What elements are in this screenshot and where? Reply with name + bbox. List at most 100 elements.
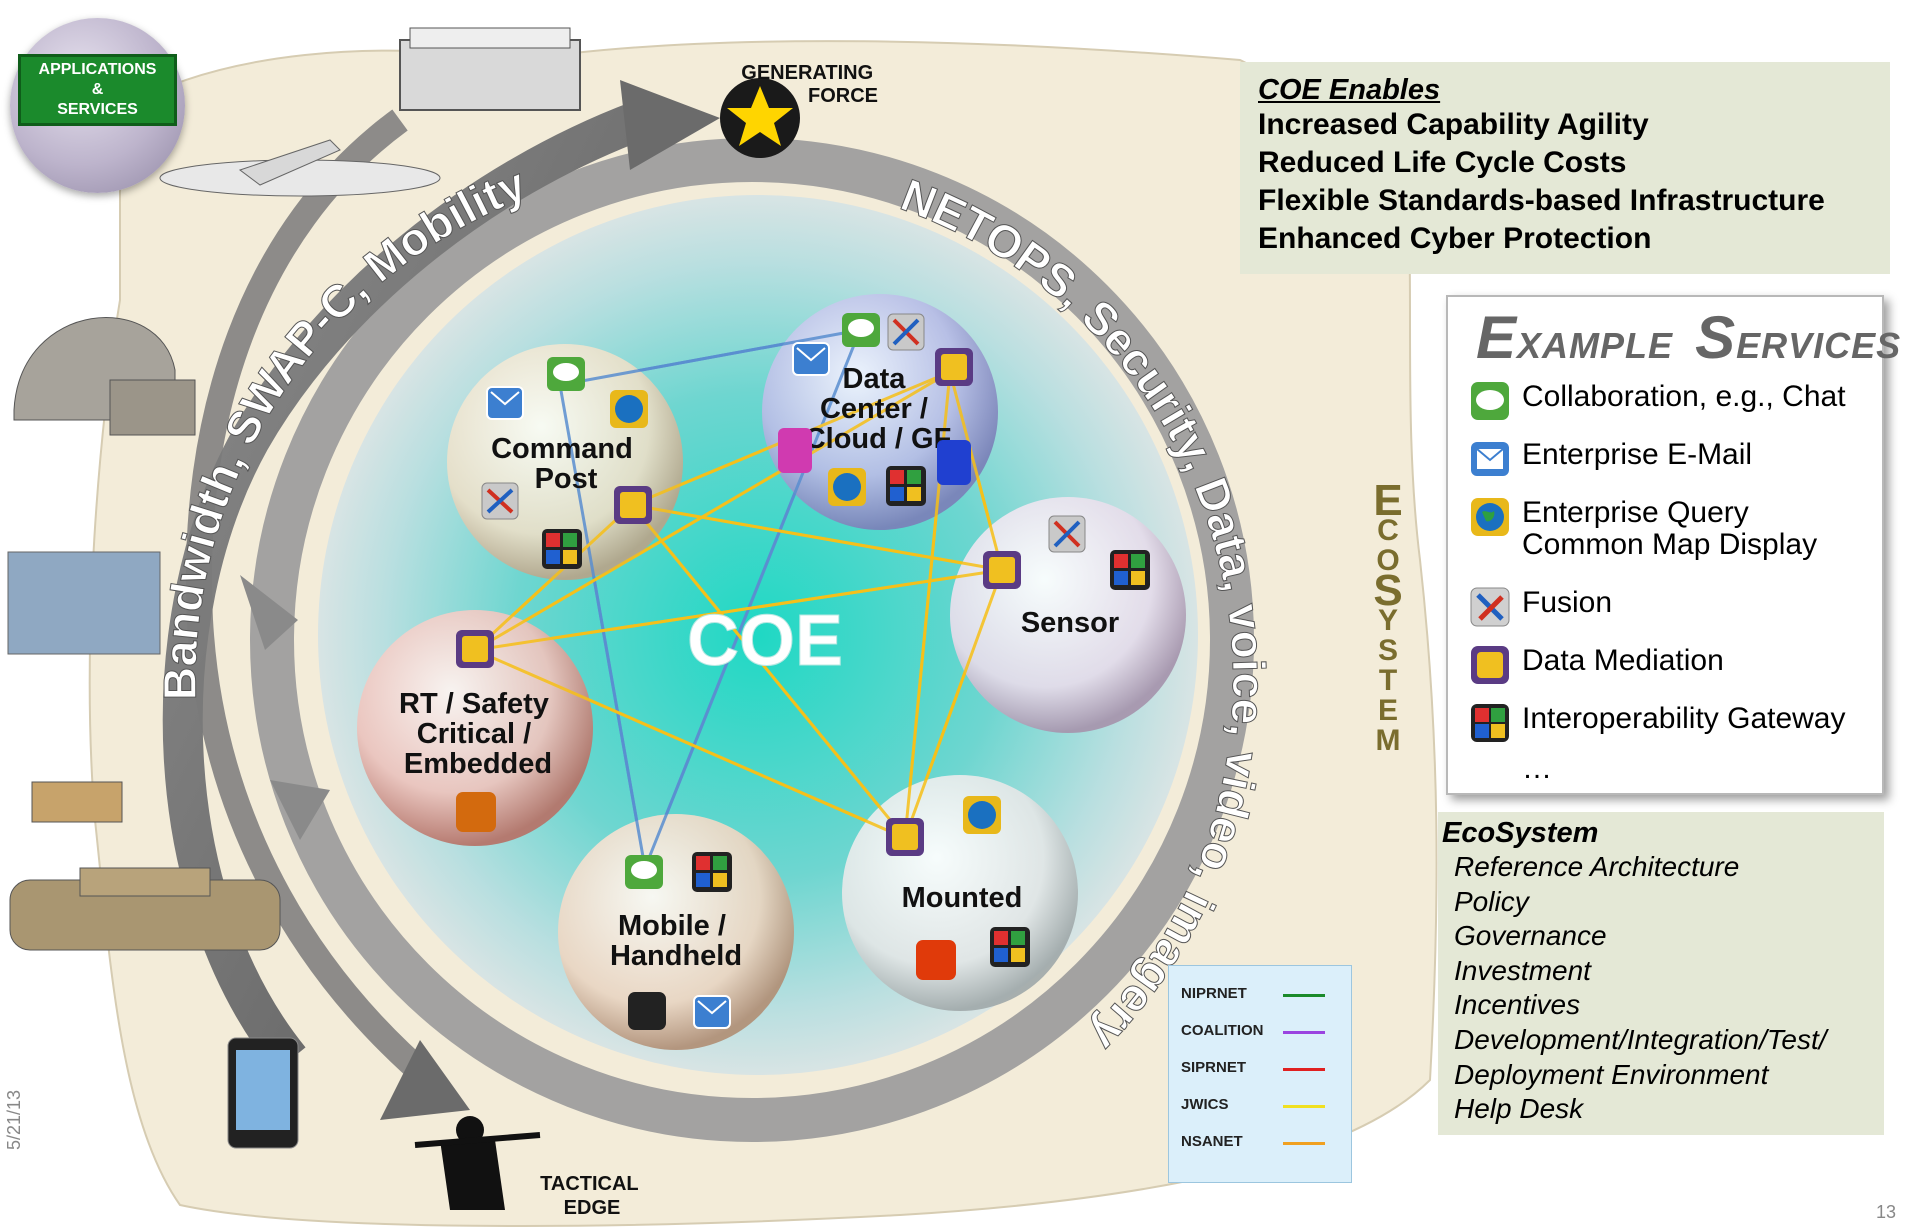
slide-date: 5/21/13 [4,1089,24,1150]
legend-label: COALITION [1181,1022,1264,1039]
building-icon [399,27,581,111]
legend-swatch [1283,1068,1325,1071]
enables-item: Enhanced Cyber Protection [1258,222,1652,255]
data-mediation-icon [886,818,924,856]
server-icon [937,440,971,485]
node-icons [456,313,1150,1030]
fusion-icon [481,482,519,520]
globe-icon [610,390,648,428]
coe-enables-header: COE Enables [1258,74,1441,106]
data-mediation-icon [456,630,494,668]
arrow-head-left-2 [270,780,330,840]
page-number: 13 [1876,1202,1897,1222]
helicopter-photo-icon [7,551,161,655]
puzzle-icon [886,466,926,506]
service-item-collaboration: Collaboration, e.g., Chat [1470,381,1846,421]
legend-swatch [1283,1031,1325,1034]
chat-icon [1471,382,1509,420]
ecosystem-panel: EcoSystem Reference Architecture Policy … [1438,812,1884,1135]
embedded-module-icon [456,792,496,832]
coe-enables-panel: COE Enables Increased Capability Agility… [1240,62,1890,274]
chat-icon [625,855,663,889]
enables-item: Flexible Standards-based Infrastructure [1258,184,1825,217]
tactical-edge-label: TACTICAL EDGE [540,1173,644,1219]
email-icon [792,342,830,376]
arrow-to-tactical-edge [185,109,439,1090]
chat-icon [547,357,585,391]
ecosystem-item: Investment [1454,954,1591,986]
node-label-data-center: Data Center / Cloud / GF [805,363,952,455]
node-rt-safety[interactable] [357,610,593,846]
tank-icon [9,867,281,951]
star-icon [727,86,793,146]
legend-swatch [1283,994,1325,997]
ecosystem-header: EcoSystem [1442,817,1599,849]
globe-icon [1471,498,1509,536]
node-label-mobile: Mobile / Handheld [610,910,742,972]
puzzle-icon [990,927,1030,967]
ecosystem-vertical-label: E C O S Y S T E M [1373,476,1403,757]
node-label-mounted: Mounted [902,882,1023,914]
sensor-device-icon [31,781,123,823]
legend-label: NSANET [1181,1133,1243,1150]
network-legend: NIPRNET COALITION SIPRNET JWICS NSANET [1168,965,1352,1183]
example-services-panel: EXAMPLE SERVICES Collaboration, e.g., Ch… [1446,295,1900,795]
fusion-icon [1048,515,1086,553]
ecosystem-item: Deployment Environment [1454,1058,1769,1090]
arrow-head-generating [620,80,720,170]
applications-services-badge: APPLICATIONS & SERVICES [10,18,185,193]
applications-services-label: APPLICATIONS & SERVICES [18,54,177,126]
email-icon [693,995,731,1029]
enables-item: Increased Capability Agility [1258,108,1649,141]
data-mediation-icon [1471,646,1509,684]
legend-label: SIPRNET [1181,1059,1247,1076]
puzzle-icon [1471,704,1509,742]
arrow-head-left-1 [240,575,298,650]
legend-label: JWICS [1181,1096,1229,1113]
node-label-rt-safety: RT / Safety Critical / Embedded [399,688,557,780]
puzzle-icon [542,529,582,569]
handheld-device-icon [227,1037,299,1149]
globe-icon [828,468,866,506]
data-mediation-icon [614,486,652,524]
vehicle-module-icon [916,940,956,980]
puzzle-icon [692,852,732,892]
node-mobile[interactable] [558,814,794,1050]
enables-item: Reduced Life Cycle Costs [1258,146,1627,179]
ecosystem-item: Help Desk [1454,1093,1584,1125]
ecosystem-item: Policy [1454,885,1529,917]
data-mediation-icon [935,348,973,386]
puzzle-icon [1110,550,1150,590]
storage-icon [778,428,812,473]
soldier-icon [414,1116,541,1210]
tent-vehicle-icon [13,317,196,436]
coe-label: COE [687,601,843,681]
generating-force-label: GENERATING FORCE [741,62,878,107]
service-item-more: … [1522,752,1552,785]
ecosystem-item: Governance [1454,920,1607,952]
email-icon [486,386,524,420]
ecosystem-item: Incentives [1454,989,1581,1021]
example-services-title: EXAMPLE SERVICES [1476,304,1902,371]
legend-swatch [1283,1142,1325,1145]
node-label-command-post: Command Post [491,433,641,495]
ecosystem-item: Development/Integration/Test/ [1454,1023,1827,1055]
email-icon [1471,442,1509,476]
ecosystem-item: Reference Architecture [1454,851,1740,882]
legend-swatch [1283,1105,1325,1108]
fusion-icon [1470,587,1510,627]
data-mediation-icon [983,551,1021,589]
arrow-head-tactical [380,1040,470,1120]
legend-label: NIPRNET [1181,985,1247,1002]
chat-icon [842,313,880,347]
node-label-sensor: Sensor [1021,607,1119,639]
fusion-icon [887,313,925,351]
device-icon [628,992,666,1030]
service-item-fusion: Fusion [1470,587,1612,627]
service-item-interoperability: Interoperability Gateway [1470,703,1846,743]
service-item-email: Enterprise E-Mail [1470,439,1752,479]
globe-icon [963,796,1001,834]
service-item-data-mediation: Data Mediation [1470,645,1724,685]
